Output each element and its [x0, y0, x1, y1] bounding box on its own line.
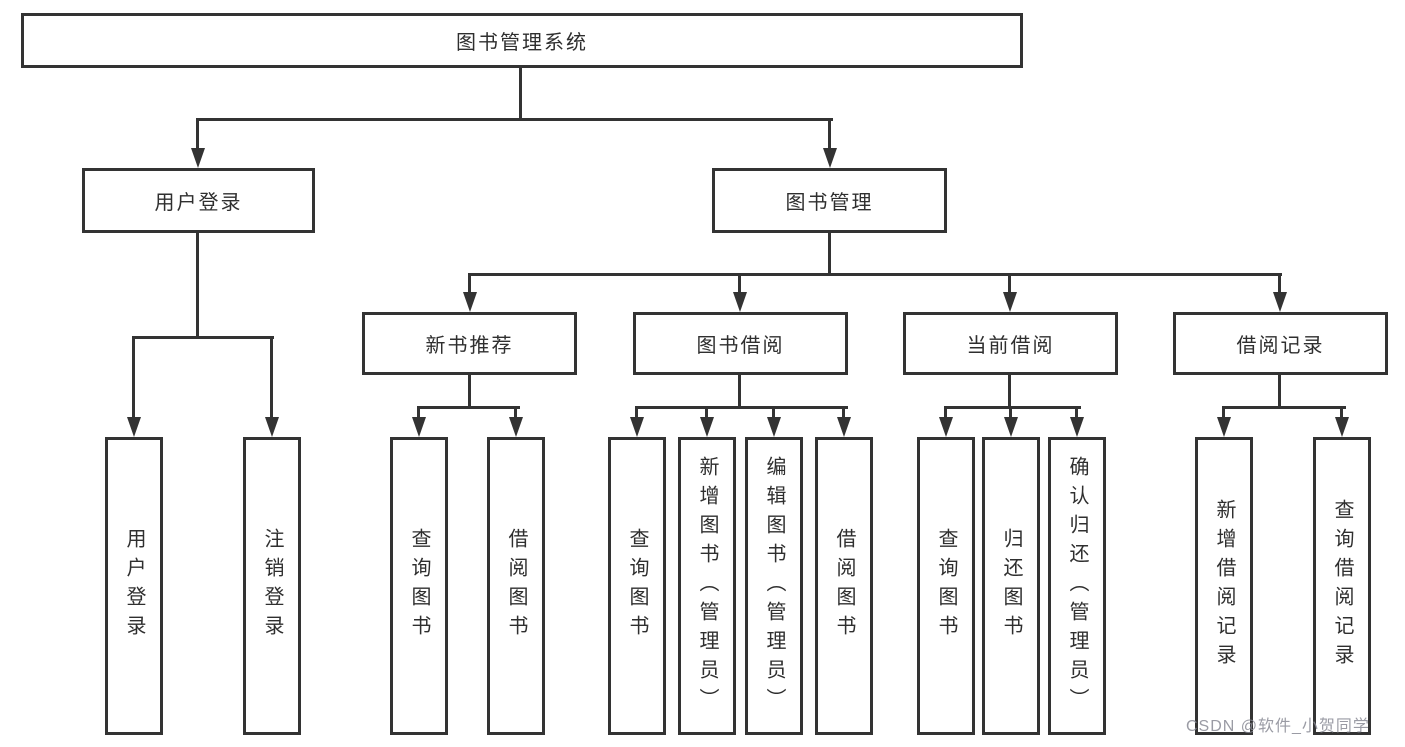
node-user-login-label: 用户登录	[154, 192, 243, 214]
node-root-label: 图书管理系统	[456, 32, 588, 54]
connector-to-borrow-record	[1278, 273, 1281, 294]
leaf-query-borrow-record: 查询借阅记录	[1313, 437, 1371, 735]
leaf-borrow-book-recommend: 借阅图书	[487, 437, 545, 735]
arrow-to-leaf-confirm-return-admin	[1070, 417, 1084, 437]
leaf-user-login: 用户登录	[105, 437, 163, 735]
connector-to-user-login	[196, 118, 199, 150]
leaf-borrow-book-label: 借阅图书	[833, 528, 855, 644]
connector-stub	[944, 406, 947, 419]
leaf-add-borrow-record-label: 新增借阅记录	[1213, 499, 1235, 673]
node-user-login: 用户登录	[82, 168, 315, 233]
leaf-query-book-recommend-label: 查询图书	[408, 528, 430, 644]
node-borrow-record-label: 借阅记录	[1236, 335, 1325, 357]
arrow-to-leaf-query-book-recommend	[412, 417, 426, 437]
leaf-query-book-recommend: 查询图书	[390, 437, 448, 735]
connector-book-borrow-split	[635, 406, 848, 409]
connector-new-book-recommend-stem	[468, 375, 471, 409]
connector-to-leaf-user-login	[132, 336, 135, 417]
leaf-query-book-current: 查询图书	[917, 437, 975, 735]
leaf-user-login-label: 用户登录	[123, 528, 145, 644]
leaf-return-book: 归还图书	[982, 437, 1040, 735]
connector-stub	[635, 406, 638, 419]
node-current-borrow: 当前借阅	[903, 312, 1118, 375]
node-book-borrow-label: 图书借阅	[696, 335, 785, 357]
leaf-logout-label: 注销登录	[261, 528, 283, 644]
connector-book-management-split	[468, 273, 1282, 276]
arrow-to-leaf-add-book-admin	[700, 417, 714, 437]
connector-to-new-book-recommend	[468, 273, 471, 294]
arrow-to-new-book-recommend	[463, 292, 477, 312]
connector-borrow-record-split	[1222, 406, 1346, 409]
node-book-management: 图书管理	[712, 168, 947, 233]
leaf-query-book-borrow: 查询图书	[608, 437, 666, 735]
node-borrow-record: 借阅记录	[1173, 312, 1388, 375]
connector-stub	[772, 406, 775, 419]
leaf-return-book-label: 归还图书	[1000, 528, 1022, 644]
connector-stub	[1340, 406, 1343, 419]
node-book-borrow: 图书借阅	[633, 312, 848, 375]
node-root: 图书管理系统	[21, 13, 1023, 68]
connector-stub	[705, 406, 708, 419]
connector-root-split	[196, 118, 833, 121]
arrow-to-leaf-add-borrow-record	[1217, 417, 1231, 437]
arrow-to-borrow-record	[1273, 292, 1287, 312]
node-new-book-recommend: 新书推荐	[362, 312, 577, 375]
arrow-to-leaf-logout	[265, 417, 279, 437]
arrow-to-leaf-query-book-borrow	[630, 417, 644, 437]
leaf-query-book-borrow-label: 查询图书	[626, 528, 648, 644]
connector-to-current-borrow	[1008, 273, 1011, 294]
leaf-add-borrow-record: 新增借阅记录	[1195, 437, 1253, 735]
connector-book-management-stem	[828, 233, 831, 276]
connector-user-login-stem	[196, 233, 199, 339]
connector-stub	[1075, 406, 1078, 419]
leaf-confirm-return-admin-label: 确认归还（管理员）	[1066, 455, 1088, 717]
arrow-to-leaf-user-login	[127, 417, 141, 437]
connector-current-borrow-split	[944, 406, 1081, 409]
connector-to-book-borrow	[738, 273, 741, 294]
arrow-to-book-borrow	[733, 292, 747, 312]
connector-current-borrow-stem	[1008, 375, 1011, 409]
arrow-to-leaf-query-borrow-record	[1335, 417, 1349, 437]
leaf-edit-book-admin-label: 编辑图书（管理员）	[763, 455, 785, 717]
leaf-edit-book-admin: 编辑图书（管理员）	[745, 437, 803, 735]
arrow-to-leaf-query-book-current	[939, 417, 953, 437]
connector-book-borrow-stem	[738, 375, 741, 409]
connector-root-stem	[519, 68, 522, 121]
connector-stub	[417, 406, 420, 419]
connector-new-book-recommend-split	[417, 406, 520, 409]
leaf-add-book-admin: 新增图书（管理员）	[678, 437, 736, 735]
leaf-logout: 注销登录	[243, 437, 301, 735]
node-book-management-label: 图书管理	[785, 192, 874, 214]
csdn-watermark: CSDN @软件_小贺同学	[1186, 718, 1370, 735]
connector-user-login-split	[132, 336, 274, 339]
connector-to-leaf-logout	[270, 336, 273, 417]
connector-stub	[514, 406, 517, 419]
leaf-borrow-book: 借阅图书	[815, 437, 873, 735]
connector-stub	[842, 406, 845, 419]
leaf-add-book-admin-label: 新增图书（管理员）	[696, 455, 718, 717]
leaf-borrow-book-recommend-label: 借阅图书	[505, 528, 527, 644]
arrow-to-leaf-edit-book-admin	[767, 417, 781, 437]
arrow-to-leaf-borrow-book	[837, 417, 851, 437]
arrow-to-book-management	[823, 148, 837, 168]
leaf-confirm-return-admin: 确认归还（管理员）	[1048, 437, 1106, 735]
leaf-query-book-current-label: 查询图书	[935, 528, 957, 644]
arrow-to-leaf-borrow-book-recommend	[509, 417, 523, 437]
leaf-query-borrow-record-label: 查询借阅记录	[1331, 499, 1353, 673]
connector-stub	[1009, 406, 1012, 419]
arrow-to-leaf-return-book	[1004, 417, 1018, 437]
node-current-borrow-label: 当前借阅	[966, 335, 1055, 357]
arrow-to-current-borrow	[1003, 292, 1017, 312]
connector-to-book-management	[828, 118, 831, 150]
node-new-book-recommend-label: 新书推荐	[425, 335, 514, 357]
connector-borrow-record-stem	[1278, 375, 1281, 409]
connector-stub	[1222, 406, 1225, 419]
arrow-to-user-login	[191, 148, 205, 168]
